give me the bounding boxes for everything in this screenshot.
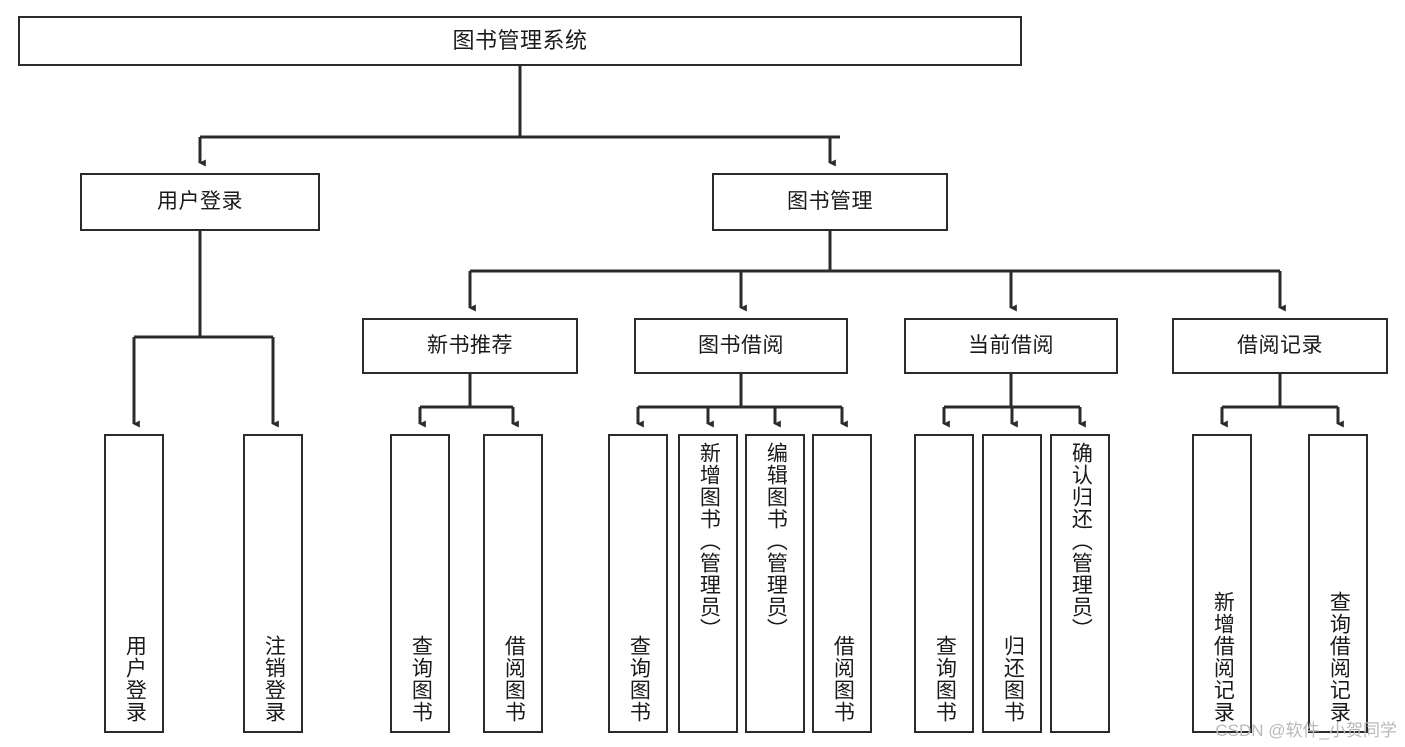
leaf-add-book[interactable]: 新增图书（管理员） <box>678 434 738 733</box>
leaf-query-book-1[interactable]: 查询图书 <box>390 434 450 733</box>
node-current-borrow-label: 当前借阅 <box>968 334 1054 358</box>
leaf-logout[interactable]: 注销登录 <box>243 434 303 733</box>
leaf-add-book-label: 新增图书（管理员） <box>697 442 721 640</box>
leaf-user-login-label: 用户登录 <box>123 635 147 723</box>
leaf-logout-label: 注销登录 <box>262 635 286 723</box>
leaf-query-book-1-label: 查询图书 <box>409 635 433 723</box>
leaf-user-login[interactable]: 用户登录 <box>104 434 164 733</box>
leaf-borrow-book-2-label: 借阅图书 <box>831 635 855 723</box>
leaf-edit-book-label: 编辑图书（管理员） <box>764 442 788 640</box>
node-book-manage-label: 图书管理 <box>787 190 873 214</box>
node-book-borrow[interactable]: 图书借阅 <box>634 318 848 374</box>
node-user-login[interactable]: 用户登录 <box>80 173 320 231</box>
leaf-borrow-book-1-label: 借阅图书 <box>502 635 526 723</box>
node-new-book-rec[interactable]: 新书推荐 <box>362 318 578 374</box>
leaf-borrow-book-1[interactable]: 借阅图书 <box>483 434 543 733</box>
watermark-text: CSDN @软件_小贺同学 <box>1215 721 1397 740</box>
node-borrow-record[interactable]: 借阅记录 <box>1172 318 1388 374</box>
leaf-query-book-3[interactable]: 查询图书 <box>914 434 974 733</box>
leaf-query-book-3-label: 查询图书 <box>933 635 957 723</box>
leaf-confirm-return[interactable]: 确认归还（管理员） <box>1050 434 1110 733</box>
leaf-query-record[interactable]: 查询借阅记录 <box>1308 434 1368 733</box>
leaf-return-book-label: 归还图书 <box>1001 635 1025 723</box>
node-book-borrow-label: 图书借阅 <box>698 334 784 358</box>
leaf-query-record-label: 查询借阅记录 <box>1327 591 1351 723</box>
leaf-query-book-2[interactable]: 查询图书 <box>608 434 668 733</box>
node-book-manage[interactable]: 图书管理 <box>712 173 948 231</box>
node-current-borrow[interactable]: 当前借阅 <box>904 318 1118 374</box>
leaf-query-book-2-label: 查询图书 <box>627 635 651 723</box>
leaf-add-record[interactable]: 新增借阅记录 <box>1192 434 1252 733</box>
node-root-label: 图书管理系统 <box>452 27 588 53</box>
leaf-add-record-label: 新增借阅记录 <box>1211 591 1235 723</box>
leaf-borrow-book-2[interactable]: 借阅图书 <box>812 434 872 733</box>
node-borrow-record-label: 借阅记录 <box>1237 334 1323 358</box>
leaf-return-book[interactable]: 归还图书 <box>982 434 1042 733</box>
leaf-confirm-return-label: 确认归还（管理员） <box>1069 442 1093 640</box>
node-root[interactable]: 图书管理系统 <box>18 16 1022 66</box>
node-new-book-rec-label: 新书推荐 <box>427 334 513 358</box>
leaf-edit-book[interactable]: 编辑图书（管理员） <box>745 434 805 733</box>
node-user-login-label: 用户登录 <box>157 190 243 214</box>
